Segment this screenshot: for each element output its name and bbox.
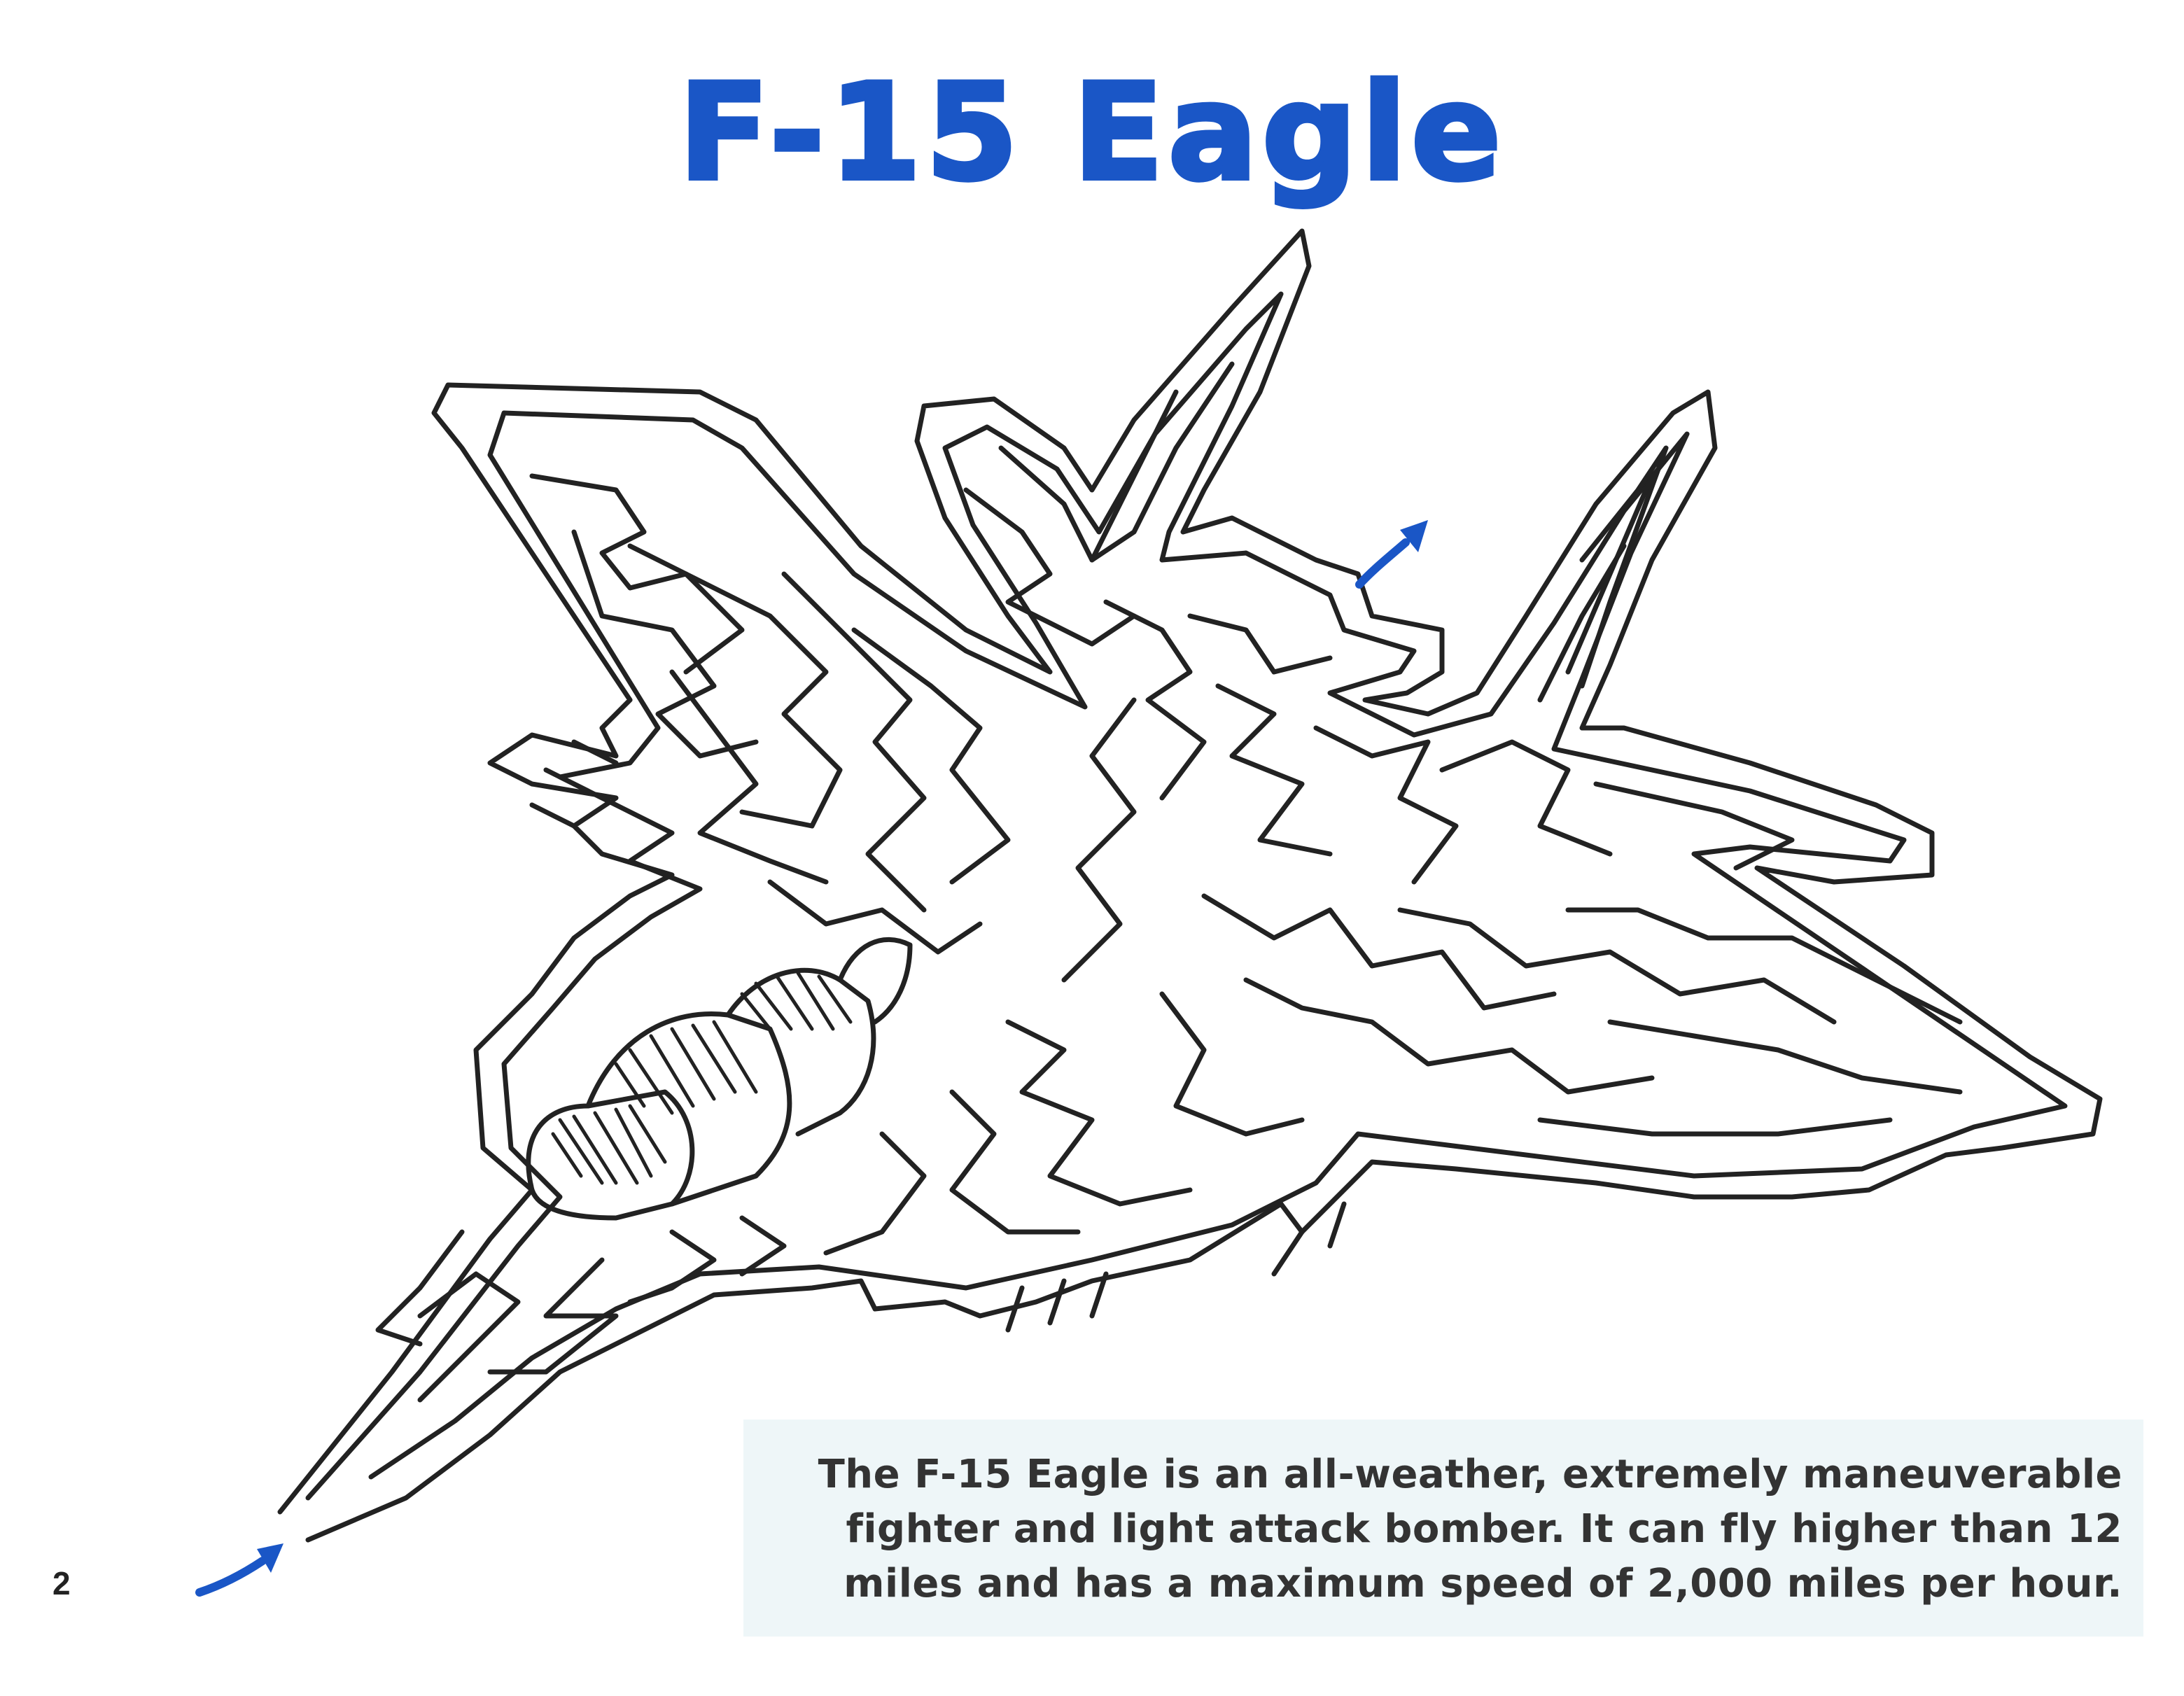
fact-line-2: fighter and light attack bomber. It can … (846, 1506, 2122, 1552)
page-number: 2 (52, 1565, 71, 1602)
fact-box: The F-15 Eagle is an all-weather, extrem… (743, 1420, 2143, 1637)
fact-line-1: The F-15 Eagle is an all-weather, extrem… (818, 1452, 2122, 1497)
start-arrow-icon (195, 1543, 284, 1597)
canopy (526, 1089, 695, 1221)
end-arrow-icon (1355, 520, 1428, 589)
jet-outline (277, 228, 2103, 1543)
fact-line-3: miles and has a maximum speed of 2,000 m… (844, 1561, 2122, 1606)
page-title: F-15 Eagle (676, 55, 1506, 210)
